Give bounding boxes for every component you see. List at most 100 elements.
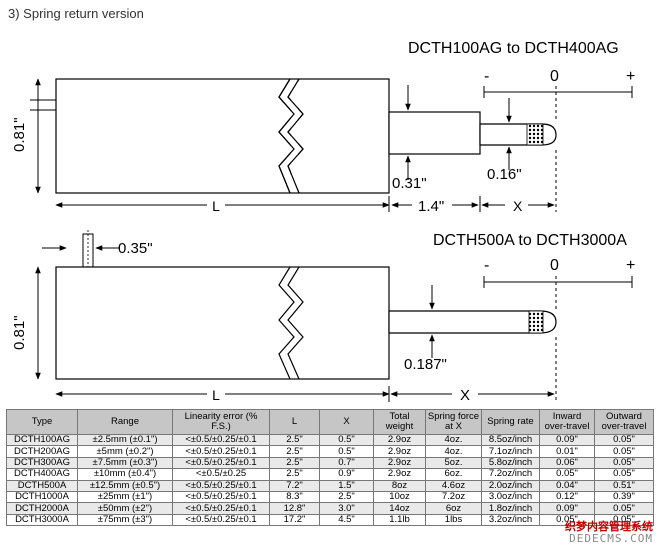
- table-cell: 0.05": [594, 468, 654, 481]
- table-cell: <±0.5/±0.25/±0.1: [172, 479, 270, 492]
- table-cell: 7.2oz/inch: [481, 468, 540, 481]
- watermark-line-1: 织梦内容管理系统: [565, 521, 653, 533]
- table-cell: ±12.5mm (±0.5"): [77, 479, 173, 492]
- table-cell: 0.39": [594, 490, 654, 504]
- bottom-dim-length: L: [212, 387, 220, 403]
- bottom-scale-zero: 0: [550, 257, 559, 274]
- table-cell: 1.8oz/inch: [481, 502, 540, 515]
- table-row: DCTH200AG ±5mm (±0.2") <±0.5/±0.25/±0.1 …: [6, 445, 654, 458]
- header-range: Range: [77, 409, 173, 435]
- bottom-scale-plus: +: [626, 257, 635, 274]
- top-scale-zero: 0: [550, 68, 559, 85]
- table-cell: <±0.5/±0.25/±0.1: [172, 502, 270, 515]
- table-cell: 12.8": [269, 502, 320, 515]
- table-cell: 10oz: [373, 490, 426, 504]
- header-linearity: Linearity error (% F.S.): [172, 409, 270, 435]
- bottom-tip-knurl: [528, 310, 544, 334]
- bottom-scale-bar: [483, 276, 633, 309]
- table-cell: DCTH400AG: [6, 468, 78, 481]
- top-scale-plus: +: [626, 68, 635, 85]
- table-cell: 2.9oz: [373, 468, 426, 481]
- bottom-sensor-drawing: 0.35" 0.81" 0.187" L X DCTH500A to DCTH3…: [11, 230, 635, 404]
- top-tip: [479, 123, 557, 146]
- table-cell: 0.05": [594, 445, 654, 458]
- table-cell: 4oz.: [425, 433, 482, 447]
- header-l: L: [269, 409, 320, 435]
- table-cell: ±75mm (±3"): [77, 513, 173, 527]
- bottom-model-range: DCTH500A to DCTH3000A: [433, 232, 627, 249]
- table-cell: 2.9oz: [373, 445, 426, 458]
- table-cell: 0.01": [539, 445, 595, 458]
- bottom-dim-stroke: X: [460, 387, 470, 404]
- table-cell: 3.0": [319, 502, 374, 515]
- table-cell: 6oz: [425, 502, 482, 515]
- top-dim-body-height: 0.81": [11, 117, 28, 152]
- bottom-scale-minus: -: [484, 257, 489, 274]
- table-cell: ±5mm (±0.2"): [77, 445, 173, 458]
- table-cell: ±25mm (±1"): [77, 490, 173, 504]
- table-cell: 5.8oz/inch: [481, 456, 540, 470]
- table-cell: 7.1oz/inch: [481, 445, 540, 458]
- table-cell: 2.9oz: [373, 456, 426, 470]
- watermark: 织梦内容管理系统 DEDECMS.COM: [565, 521, 653, 545]
- table-cell: 1.5": [319, 479, 374, 492]
- table-row: DCTH1000A ±25mm (±1") <±0.5/±0.25/±0.1 8…: [6, 490, 654, 504]
- bottom-sensor-body: [55, 266, 390, 380]
- table-cell: <±0.5/±0.25/±0.1: [172, 456, 270, 470]
- bottom-dim-connector: 0.35": [118, 240, 153, 257]
- table-cell: 0.05": [594, 456, 654, 470]
- table-cell: 2.5": [319, 490, 374, 504]
- table-cell: DCTH200AG: [6, 445, 78, 458]
- table-cell: 8.5oz/inch: [481, 433, 540, 447]
- table-cell: 0.05": [594, 513, 654, 527]
- table-cell: 0.51": [594, 479, 654, 492]
- header-spring-rate: Spring rate: [481, 409, 540, 435]
- table-cell: ±2.5mm (±0.1"): [77, 433, 173, 447]
- table-cell: 0.9": [319, 468, 374, 481]
- bottom-dim-body-height: 0.81": [11, 315, 28, 350]
- table-cell: 0.5": [319, 433, 374, 447]
- dimension-drawing: 0.81" L 0.31" 0.16" 1.4" X DCTH100AG to …: [11, 40, 635, 404]
- top-dim-shaft-len: 1.4": [418, 198, 444, 215]
- table-cell: 0.04": [539, 479, 595, 492]
- top-dim-tip-dia: 0.16": [487, 166, 522, 183]
- header-weight: Total weight: [373, 409, 426, 435]
- table-cell: 0.12": [539, 490, 595, 504]
- bottom-dim-shaft-dia: 0.187": [404, 356, 447, 373]
- table-cell: 0.09": [539, 502, 595, 515]
- table-cell: 17.2": [269, 513, 320, 527]
- top-dim-length: L: [212, 198, 220, 214]
- table-cell: <±0.5/±0.25/±0.1: [172, 513, 270, 527]
- table-cell: 0.09": [539, 433, 595, 447]
- table-cell: 2.5": [269, 445, 320, 458]
- table-cell: ±7.5mm (±0.3"): [77, 456, 173, 470]
- table-row: DCTH400AG ±10mm (±0.4") <±0.5/±0.25 2.5"…: [6, 468, 654, 481]
- top-dim-stroke: X: [513, 198, 523, 214]
- table-cell: 1.1lb: [373, 513, 426, 527]
- table-cell: 7.2oz: [425, 490, 482, 504]
- table-row: DCTH2000A ±50mm (±2") <±0.5/±0.25/±0.1 1…: [6, 502, 654, 515]
- top-tip-knurl: [526, 123, 544, 146]
- watermark-line-2: DEDECMS.COM: [569, 532, 653, 545]
- table-cell: DCTH300AG: [6, 456, 78, 470]
- table-row: DCTH300AG ±7.5mm (±0.3") <±0.5/±0.25/±0.…: [6, 456, 654, 470]
- table-cell: 3.2oz/inch: [481, 513, 540, 527]
- table-row: DCTH500A ±12.5mm (±0.5") <±0.5/±0.25/±0.…: [6, 479, 654, 492]
- table-cell: 2.5": [269, 433, 320, 447]
- table-row: DCTH3000A ±75mm (±3") <±0.5/±0.25/±0.1 1…: [6, 513, 654, 527]
- top-model-range: DCTH100AG to DCTH400AG: [408, 40, 619, 57]
- header-outward: Outward over-travel: [594, 409, 654, 435]
- top-shaft: [388, 111, 481, 155]
- table-cell: 2.9oz: [373, 433, 426, 447]
- top-cable-stub: [30, 99, 56, 111]
- header-spring-force: Spring force at X: [425, 409, 482, 435]
- table-cell: 0.05": [594, 433, 654, 447]
- table-cell: <±0.5/±0.25: [172, 468, 270, 481]
- table-cell: DCTH100AG: [6, 433, 78, 447]
- table-cell: ±50mm (±2"): [77, 502, 173, 515]
- table-row: DCTH100AG ±2.5mm (±0.1") <±0.5/±0.25/±0.…: [6, 433, 654, 447]
- header-type: Type: [6, 409, 78, 435]
- table-cell: 0.7": [319, 456, 374, 470]
- table-cell: 8oz: [373, 479, 426, 492]
- header-inward: Inward over-travel: [539, 409, 595, 435]
